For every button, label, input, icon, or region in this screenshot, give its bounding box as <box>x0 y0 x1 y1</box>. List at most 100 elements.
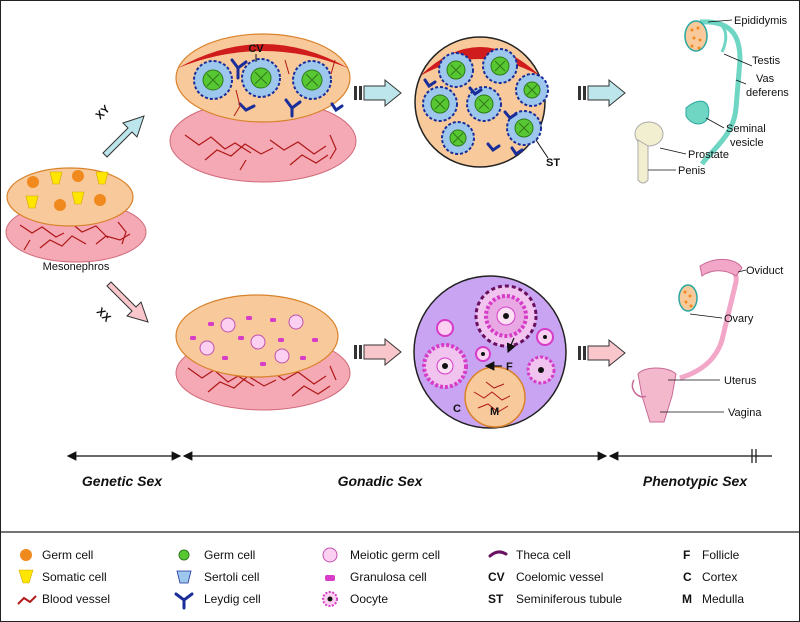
testis-vessels <box>233 59 336 117</box>
undifferentiated-gonad: Mesonephros <box>5 167 147 273</box>
legend-theca-cell: Theca cell <box>516 548 571 562</box>
legend-leydig-cell: Leydig cell <box>204 592 261 606</box>
xy-label: XY <box>94 103 113 122</box>
c-label: C <box>453 403 461 415</box>
genital-ridge <box>6 167 134 227</box>
legend-oocyte: Oocyte <box>350 592 388 606</box>
testis-cords <box>193 58 332 100</box>
vas-deferens <box>699 19 743 166</box>
ovary-label: Ovary <box>724 313 754 325</box>
ovary <box>678 284 698 312</box>
legend-m-abbr: M <box>682 592 692 606</box>
legend-meiotic-germ-cell-icon <box>322 547 338 563</box>
male-mesonephros-vessels <box>184 134 337 171</box>
leydig-cells <box>230 58 344 118</box>
xx-arrow: XX <box>94 281 149 325</box>
male-leaders <box>648 19 753 171</box>
follicle-small <box>436 319 556 385</box>
xy-arrow: XY <box>94 103 145 158</box>
seminiferous-tubules <box>422 48 549 155</box>
legend-germ-cell-orange-icon <box>20 549 32 561</box>
granulosa-cells <box>190 316 318 366</box>
legend-sertoli-cell: Sertoli cell <box>204 570 259 584</box>
mesonephros-vessels <box>19 221 131 251</box>
female-reproductive-tract: Oviduct Ovary Uterus Vagina <box>631 259 783 423</box>
legend-germ-cell-2: Germ cell <box>204 548 255 562</box>
fimbria <box>699 259 743 277</box>
germ-cells <box>27 170 106 211</box>
genetic-sex-label: Genetic Sex <box>82 473 163 489</box>
legend-c-abbr: C <box>683 570 692 584</box>
testis-leydig-cells <box>423 78 524 157</box>
f-arrow-up <box>506 337 516 354</box>
epididymis-label: Epididymis <box>734 15 788 27</box>
ovary-dots <box>683 290 693 308</box>
legend-st-abbr: ST <box>488 592 504 606</box>
legend-meiotic-germ-cell: Meiotic germ cell <box>350 548 440 562</box>
seminal-vesicle <box>685 100 710 125</box>
female-arrow-1 <box>354 337 402 367</box>
testis <box>684 20 708 52</box>
early-testis: CV <box>169 33 357 183</box>
legend-c-text: Cortex <box>702 570 737 584</box>
phenotypic-sex-label: Phenotypic Sex <box>643 473 748 489</box>
somatic-cells <box>25 171 109 209</box>
legend-leydig-cell-icon <box>174 592 194 610</box>
mesonephros-label: Mesonephros <box>43 261 110 273</box>
f-label: F <box>506 361 513 373</box>
legend-oocyte-nucleus <box>327 596 333 602</box>
legend-m-text: Medulla <box>702 592 744 606</box>
early-ovary <box>175 294 351 411</box>
vesicle-label: vesicle <box>730 137 764 149</box>
male-reproductive-tract: Epididymis Testis Vas deferens Seminal v… <box>634 15 789 184</box>
legend-granulosa-cell: Granulosa cell <box>350 570 427 584</box>
legend-cv-abbr: CV <box>488 570 505 584</box>
st-label: ST <box>546 157 560 169</box>
legend-theca-cell-icon <box>488 550 508 558</box>
legend-st-text: Seminiferous tubule <box>516 592 622 606</box>
ovary-medulla <box>464 366 526 428</box>
testis-dots <box>690 26 702 50</box>
legend-sertoli-cell-icon <box>176 570 192 584</box>
seminal-label: Seminal <box>726 123 766 135</box>
xx-label: XX <box>94 306 113 325</box>
legend-somatic-cell-icon <box>18 569 34 584</box>
legend-blood-vessel-icon <box>17 595 37 605</box>
testis-seminiferous: ST <box>414 36 560 169</box>
deferens-label: deferens <box>746 87 789 99</box>
coelomic-vessel <box>178 44 348 68</box>
prostate-label: Prostate <box>688 149 729 161</box>
legend-somatic-cell: Somatic cell <box>42 570 107 584</box>
male-arrow-2 <box>578 78 626 108</box>
uterus <box>637 367 677 423</box>
legend-f-abbr: F <box>683 548 690 562</box>
legend-germ-cell-green-icon <box>178 549 190 561</box>
m-label: M <box>490 406 499 418</box>
legend-cv-text: Coelomic vessel <box>516 570 603 584</box>
testis-label: Testis <box>752 55 781 67</box>
st-leader <box>535 139 549 159</box>
ovary-follicles: F C M <box>413 275 567 429</box>
vagina-label: Vagina <box>728 407 762 419</box>
legend-germ-cell-1: Germ cell <box>42 548 93 562</box>
legend-blood-vessel: Blood vessel <box>42 592 110 606</box>
oviduct-label: Oviduct <box>746 265 783 277</box>
follicle-large <box>474 284 538 348</box>
stage-axis: Genetic Sex Gonadic Sex Phenotypic Sex <box>66 449 772 489</box>
vas-label: Vas <box>756 73 775 85</box>
penis-label: Penis <box>678 165 706 177</box>
cv-label: CV <box>248 43 264 55</box>
female-leaders <box>660 269 747 413</box>
prostate <box>634 121 664 147</box>
gonadic-sex-label: Gonadic Sex <box>338 473 424 489</box>
legend-f-text: Follicle <box>702 548 740 562</box>
female-arrow-2 <box>578 338 626 368</box>
legend-granulosa-cell-icon <box>325 575 335 581</box>
uterine-horn <box>631 379 647 398</box>
penis <box>637 139 649 184</box>
uterus-label: Uterus <box>724 375 757 387</box>
legend: Germ cell Somatic cell Blood vessel Germ… <box>17 547 744 610</box>
meiotic-germ-cells <box>199 314 304 364</box>
male-arrow-1 <box>354 78 402 108</box>
